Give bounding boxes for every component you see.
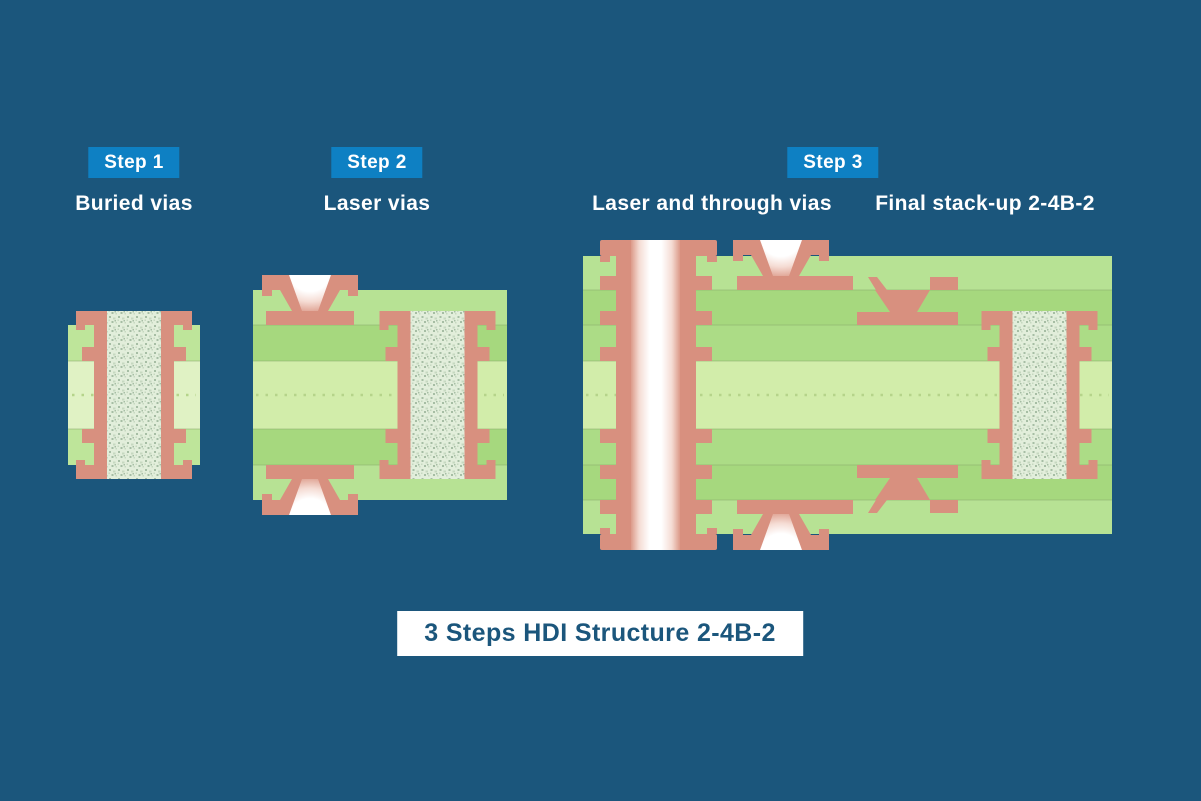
step2-diagram — [253, 275, 507, 515]
step3-label-left: Laser and through vias — [592, 192, 832, 215]
filled-laser-via — [857, 277, 958, 325]
diagram-title: 3 Steps HDI Structure 2-4B-2 — [397, 611, 803, 656]
step1-label: Buried vias — [75, 192, 193, 215]
step2-badge: Step 2 — [331, 147, 423, 178]
step3-diagram — [583, 240, 1112, 550]
drilled-hole — [631, 240, 680, 550]
step3-badge: Step 3 — [787, 147, 879, 178]
step1-diagram — [68, 311, 200, 479]
laser-via-stack-top — [733, 240, 958, 325]
step2-label: Laser vias — [323, 192, 431, 215]
step3-label-right: Final stack-up 2-4B-2 — [875, 192, 1095, 215]
through-via — [600, 240, 717, 550]
step1-badge: Step 1 — [88, 147, 180, 178]
